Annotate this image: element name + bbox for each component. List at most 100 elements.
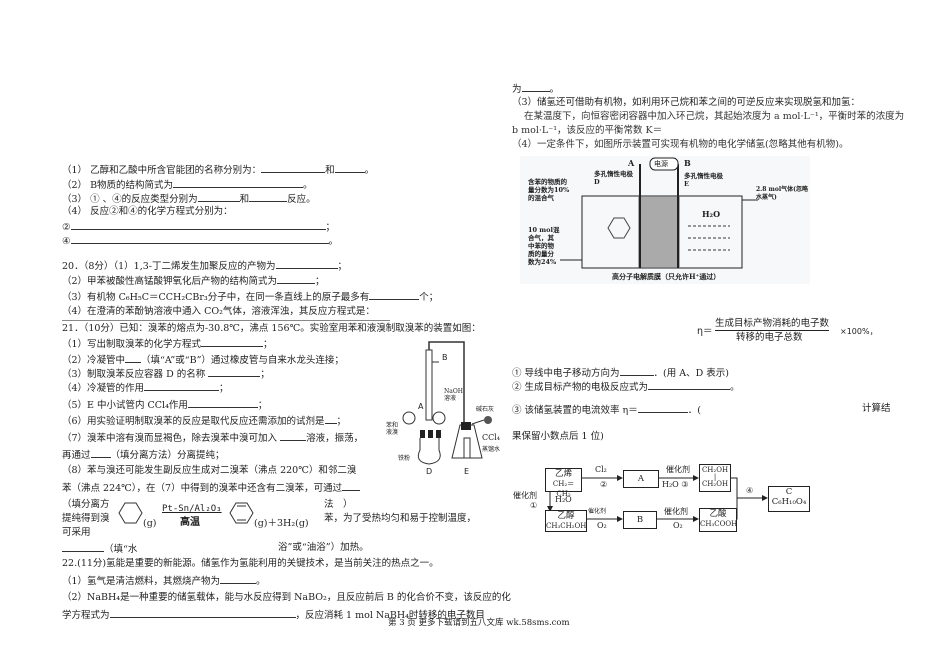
reagent-catalyst-1: 催化剂: [513, 491, 537, 500]
reagent-catalyst-3: 催化剂: [664, 507, 688, 516]
eta-tail: ×100%，: [840, 327, 878, 336]
text: （1） 乙醇和乙酸中所含官能团的名称分别为：: [62, 165, 262, 176]
text: （2） B物质的结构简式为: [62, 180, 174, 191]
reagent-h2o-1: H₂O: [555, 495, 572, 504]
answer-blank[interactable]: [249, 192, 288, 202]
text: C₆H₁₀O₄: [771, 497, 807, 507]
text: （3） ① 、④的反应类型分别为: [62, 194, 198, 205]
answer-blank[interactable]: [109, 608, 296, 618]
answer-blank[interactable]: [70, 220, 326, 230]
step-2: ②: [600, 480, 608, 489]
text: CH₂OH: [701, 480, 729, 488]
electrode-d-label: 多孔惰性电极D: [594, 170, 633, 186]
q21-part8-b: 苯（沸点 224℃），在（7）中得到的溴苯中还含有二溴苯，可通过: [62, 481, 361, 495]
answer-line[interactable]: [62, 319, 390, 321]
text: 溶液，振荡，: [306, 433, 364, 444]
q19-part3: （3） ① 、④的反应类型分别为和反应。: [62, 192, 316, 206]
bromobenzene-apparatus: A B D E 苯和液溴 NaOH溶液 碱石灰 CCl₄ 蒸馏水 铁粉: [384, 330, 510, 480]
label-E: E: [464, 467, 470, 476]
q21-part7: （7）溴苯中溶有溴而显褐色，除去溴苯中溴可加入 溶液，振荡，: [62, 431, 363, 445]
text: ③: [681, 480, 689, 489]
answer-blank[interactable]: [275, 259, 338, 269]
q21-part8-e: 提纯得到溴: [62, 513, 110, 524]
q21-part1: （1）写出制取溴苯的化学方程式；: [62, 337, 273, 350]
q22-part2-b: 学方程式为，反应消耗 1 mol NaBH₄时转移的电子数目: [62, 608, 485, 622]
q22-part2: （2）NaBH₄是一种重要的储氢载体，能与水反应得到 NaBO₂，且反应前后 B…: [62, 592, 511, 603]
text: （填“水: [104, 544, 138, 555]
text: ．(用 A、D 表示): [653, 368, 729, 379]
answer-blank[interactable]: [201, 337, 264, 347]
text: 个；: [419, 292, 439, 303]
q21-part8-g: 可采用: [62, 527, 91, 538]
text: （5）E 中小试管内 CCl₄作用: [62, 400, 188, 411]
cell-drawing: [560, 157, 758, 269]
q20-title: 20．（8分）（1）1,3-丁二烯发生加聚反应的产物为；: [62, 259, 348, 272]
q22-4-3-next: 果保留小数点后 1 位): [512, 431, 604, 442]
text: C: [785, 487, 793, 497]
page-footer: 第 3 页 更多下载请到五八文库 wk.58sms.com: [388, 618, 570, 628]
node-glycol: CH₂OH|CH₂OH: [699, 464, 731, 492]
answer-blank[interactable]: [324, 414, 337, 424]
answer-blank[interactable]: [369, 290, 420, 300]
answer-blank[interactable]: [277, 274, 316, 284]
text: 再通过: [62, 450, 91, 461]
label-soda-lime: 碱石灰: [476, 406, 495, 413]
label-naoh: NaOH溶液: [444, 388, 463, 402]
reagent-h2o: H₂O ③: [662, 480, 688, 489]
answer-blank[interactable]: [70, 234, 329, 244]
text: 和: [325, 165, 335, 176]
q22-part1: （1）氢气是清洁燃料，其燃烧产物为。: [62, 574, 266, 587]
answer-blank[interactable]: [261, 163, 326, 173]
answer-blank[interactable]: [619, 366, 654, 376]
q22-part2-cont: 为。: [512, 82, 560, 95]
text: （1）写出制取溴苯的化学方程式: [62, 339, 202, 350]
text: （3）制取溴苯反应容器 D 的名称: [62, 369, 206, 380]
text: 乙酸: [709, 509, 727, 519]
q21-part7-cont: 再通过（填分离方法）分离提纯；: [62, 448, 225, 462]
answer-blank[interactable]: [197, 192, 240, 202]
label-water: 蒸馏水: [482, 446, 501, 453]
answer-blank[interactable]: [342, 481, 361, 491]
answer-blank[interactable]: [173, 178, 304, 188]
q21-part8-h: （填“水: [62, 542, 137, 556]
answer-blank[interactable]: [62, 542, 104, 552]
eta-denominator: 转移的电子总数: [736, 332, 803, 343]
reagent-catalyst: 催化剂: [666, 465, 690, 474]
eq-catalyst: Pt-Sn/Al₂O₃: [162, 504, 222, 514]
answer-blank[interactable]: [280, 431, 307, 441]
text: CH₃COOH: [700, 520, 738, 528]
q19-eq2: ②；: [62, 220, 336, 233]
terminal-A: A: [628, 158, 635, 168]
step-4: ④: [746, 486, 754, 495]
answer-blank[interactable]: [637, 403, 688, 413]
answer-blank[interactable]: [90, 448, 111, 458]
benzene-structure: [229, 502, 254, 524]
reagent-o2: O₂: [597, 521, 607, 530]
answer-blank[interactable]: [125, 353, 142, 363]
answer-blank[interactable]: [648, 380, 731, 390]
answer-blank[interactable]: [144, 381, 220, 391]
answer-blank[interactable]: [521, 82, 550, 92]
answer-blank[interactable]: [208, 367, 261, 377]
text: （1）氢气是清洁燃料，其燃烧产物为: [62, 576, 221, 587]
q22-4-1: ① 导线中电子移动方向为．(用 A、D 表示): [512, 366, 729, 380]
text: 乙醇: [557, 511, 575, 521]
answer-blank[interactable]: [187, 398, 258, 408]
answer-blank[interactable]: [334, 163, 365, 173]
text: 反应。: [287, 194, 316, 205]
q21-part8-d: 法 ）: [324, 499, 353, 510]
label-iron: 铁粉: [398, 455, 411, 462]
step-1: ①: [530, 501, 538, 510]
eq-state-g: (g): [143, 518, 157, 529]
mix-in-label: 10 mol混合气，其中苯的物质的量分数为24%: [528, 226, 560, 266]
answer-blank[interactable]: [220, 574, 257, 584]
terminal-B: B: [684, 158, 691, 168]
text: ．(: [687, 405, 701, 416]
q21-part4: （4）冷凝管的作用；: [62, 381, 229, 394]
q21-part3: （3）制取溴苯反应容器 D 的名称 ；: [62, 367, 270, 380]
text: ② 生成目标产物的电极反应式为: [512, 382, 649, 393]
q19-eq4: ④。: [62, 234, 339, 247]
